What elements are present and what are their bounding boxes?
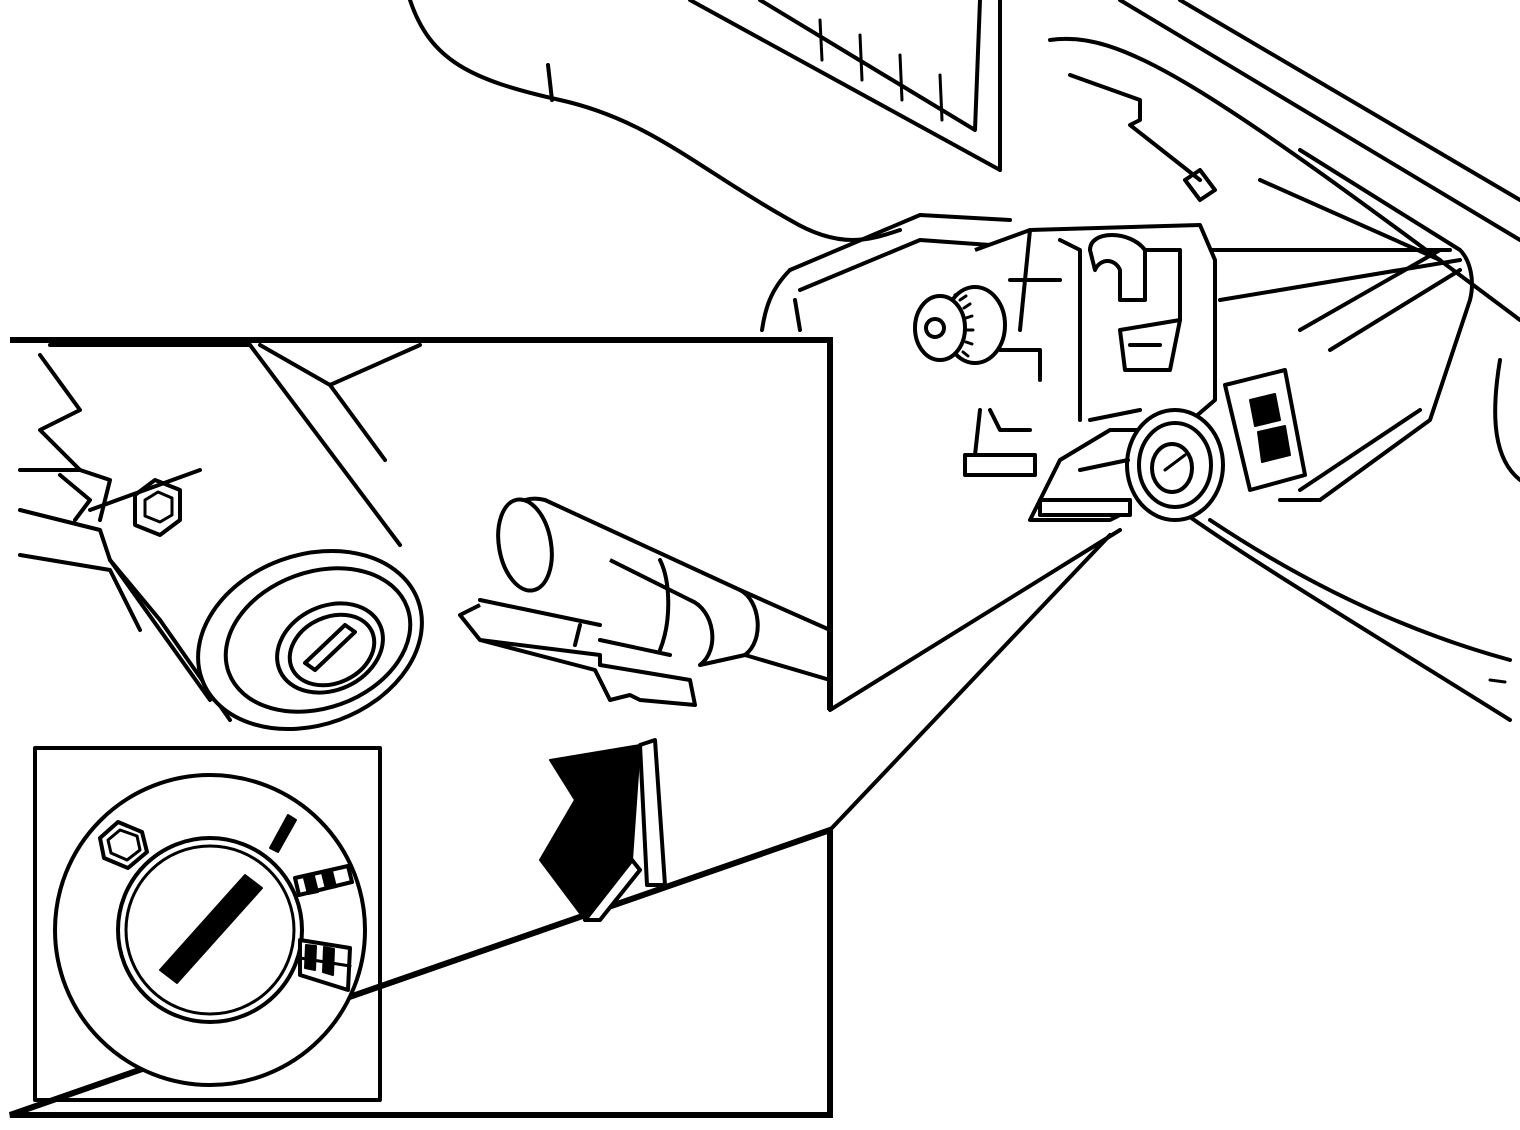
key-position-inset <box>33 746 382 1102</box>
detail-lock-cylinder <box>458 496 832 707</box>
overview-connector <box>1223 368 1307 492</box>
key-position-mark-3 <box>298 938 352 992</box>
callout-leader-lines <box>828 528 1122 832</box>
detail-callout-frame <box>9 337 833 1118</box>
steering-column-overview <box>408 0 1520 722</box>
column-knob <box>913 285 1007 365</box>
overview-lock-cylinder <box>1078 408 1225 522</box>
key-position-mark-1 <box>269 814 297 853</box>
insertion-arrow <box>539 738 667 922</box>
detail-lock-housing <box>18 343 424 732</box>
key-position-mark-2 <box>293 864 354 897</box>
